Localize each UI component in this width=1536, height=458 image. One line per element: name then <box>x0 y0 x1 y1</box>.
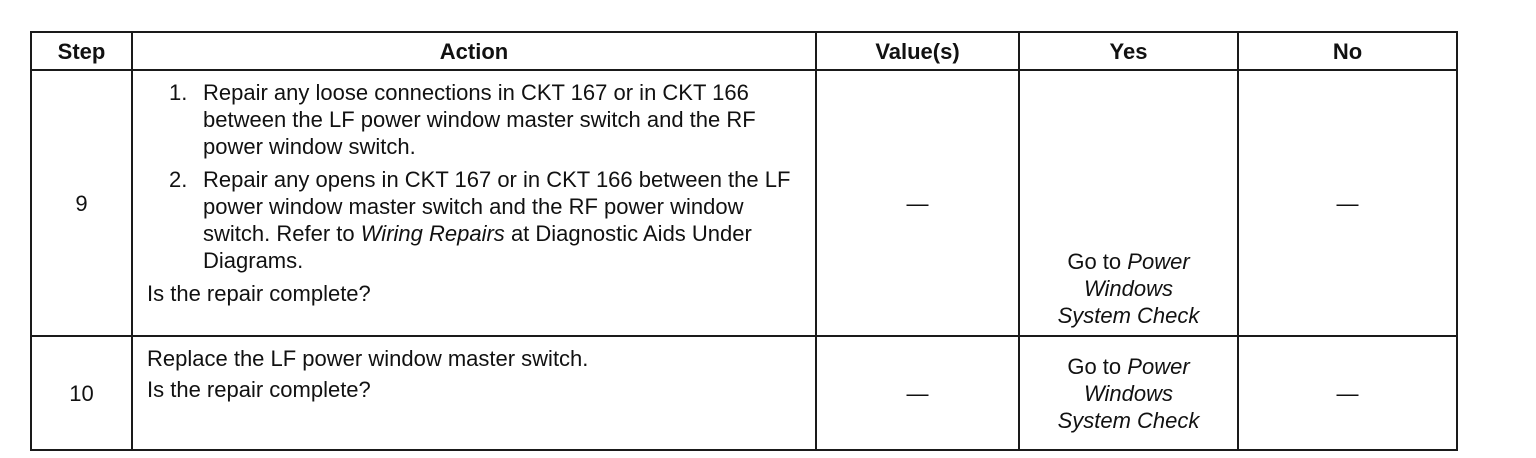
step-number: 9 <box>30 69 133 337</box>
action-cell: Replace the LF power window master switc… <box>131 335 817 451</box>
table-row: 10 Replace the LF power window master sw… <box>30 335 1458 451</box>
yes-cell: Go to Power Windows System Check <box>1018 69 1239 337</box>
action-step-item: 2. Repair any opens in CKT 167 or in CKT… <box>147 166 801 274</box>
header-values: Value(s) <box>815 31 1020 71</box>
header-no: No <box>1237 31 1458 71</box>
action-step-item: 1. Repair any loose connections in CKT 1… <box>147 79 801 160</box>
header-action: Action <box>131 31 817 71</box>
yes-cell: Go to Power Windows System Check <box>1018 335 1239 451</box>
action-step-number: 1. <box>169 80 188 105</box>
action-question: Is the repair complete? <box>147 281 371 306</box>
empty-dash: — <box>906 380 929 406</box>
values-cell: — <box>815 335 1020 451</box>
goto-target-part: Power <box>1127 249 1190 274</box>
action-step-number: 2. <box>169 167 188 192</box>
header-row: Step Action Value(s) Yes No <box>30 31 1458 71</box>
yes-goto-line1: Go to Power <box>1020 353 1237 380</box>
goto-prefix: Go to <box>1067 249 1122 274</box>
action-steps-list: 1. Repair any loose connections in CKT 1… <box>147 79 801 274</box>
action-step-text: Repair any opens in CKT 167 or in CKT 16… <box>203 167 791 246</box>
action-step-text: Repair any loose connections in CKT 167 … <box>203 80 756 159</box>
wiring-repairs-reference: Wiring Repairs <box>360 221 505 246</box>
step-number: 10 <box>30 335 133 451</box>
action-cell: 1. Repair any loose connections in CKT 1… <box>131 69 817 337</box>
goto-target-part: System Check <box>1057 303 1200 328</box>
yes-goto-line1: Go to Power <box>1020 248 1237 275</box>
empty-dash: — <box>1336 380 1359 406</box>
action-text: Replace the LF power window master switc… <box>147 346 589 371</box>
table-row: 9 1. Repair any loose connections in CKT… <box>30 69 1458 337</box>
goto-target-part: Windows <box>1083 380 1174 406</box>
diagnostic-table: Step Action Value(s) Yes No 9 1. Repair … <box>30 31 1458 451</box>
header-step: Step <box>30 31 133 71</box>
goto-target-part: Windows <box>1083 276 1174 301</box>
empty-dash: — <box>906 190 929 216</box>
action-question: Is the repair complete? <box>147 377 371 402</box>
action-step-text-after: at Diagnostic Aids Under Diagrams. <box>203 221 752 273</box>
empty-dash: — <box>1336 190 1359 216</box>
goto-target-part: Power <box>1127 353 1190 379</box>
no-cell: — <box>1237 69 1458 337</box>
values-cell: — <box>815 69 1020 337</box>
goto-prefix: Go to <box>1067 353 1122 379</box>
header-yes: Yes <box>1018 31 1239 71</box>
goto-target-part: System Check <box>1057 407 1200 433</box>
no-cell: — <box>1237 335 1458 451</box>
